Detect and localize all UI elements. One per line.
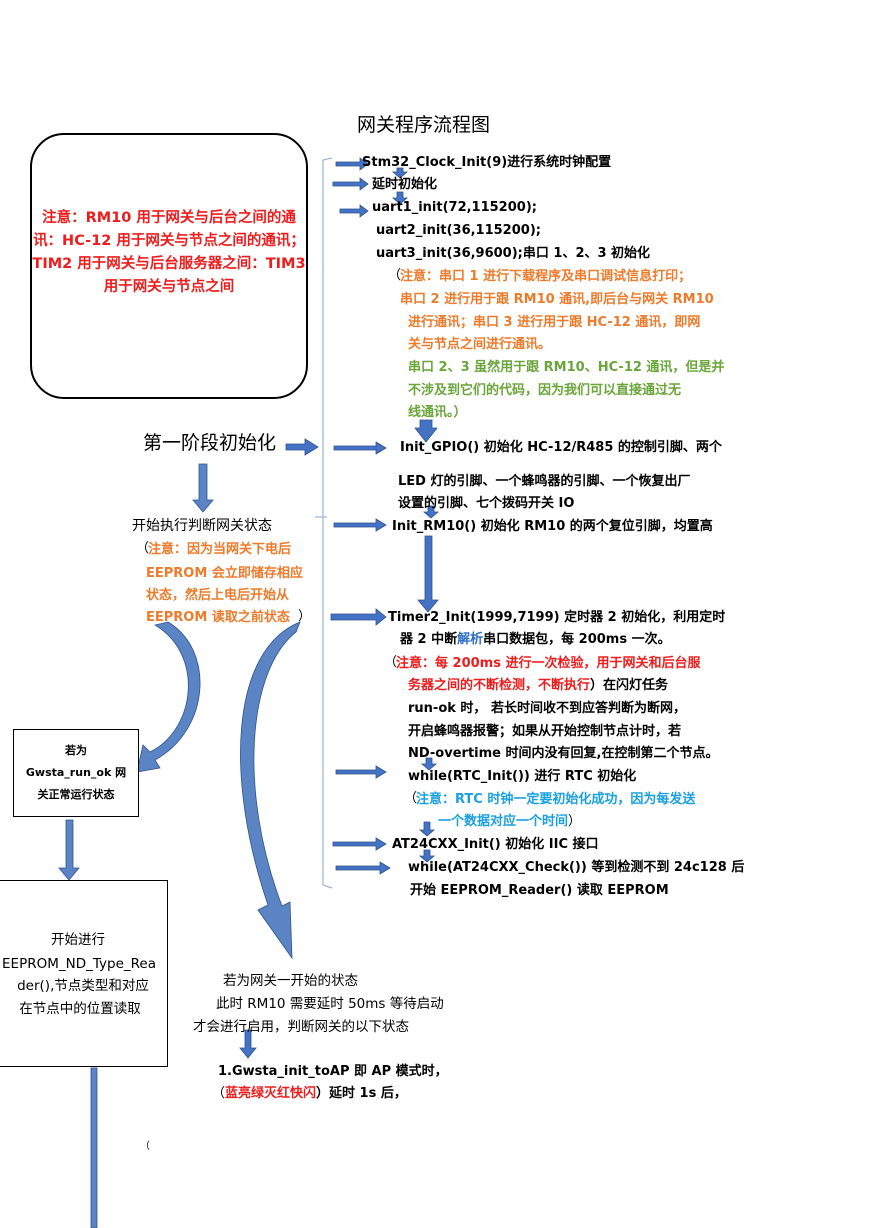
page-title: 网关程序流程图 (357, 114, 491, 136)
arrow-gpio (333, 441, 387, 455)
arrow-rm10 (333, 518, 387, 532)
judge-note-1: 注意：因为当网关下电后 (148, 542, 292, 557)
uart-note-6: 不涉及到它们的代码，因为我们可以直接通过无 (408, 383, 682, 398)
arrow-clock (335, 157, 369, 171)
ap-paren-open: （ (212, 1086, 226, 1101)
init-arrows (285, 157, 391, 875)
rtc-note-1: 注意：RTC 时钟一定要初始化成功，因为每发送 (416, 792, 696, 807)
ap-led-pattern: 蓝亮绿灭红快闪 (225, 1086, 317, 1101)
init-at24chk-2: 开始 EEPROM_Reader() 读取 EEPROM (410, 883, 669, 898)
init-rtc: while(RTC_Init()) 进行 RTC 初始化 (408, 769, 637, 784)
rtc-note-close: ） (568, 814, 582, 829)
arrow-uart (339, 204, 369, 218)
tim2-note-2-tail: ）在闪灯任务 (590, 678, 669, 693)
uart-note-2: 串口 2 进行用于跟 RM10 通讯,即后台与网关 RM10 (400, 292, 714, 307)
init-uart1: uart1_init(72,115200); (372, 200, 537, 215)
tim2-note-1: 注意：每 200ms 进行一次检验，用于网关和后台服 (396, 656, 701, 671)
uart-note-3: 进行通讯；串口 3 进行用于跟 HC-12 通讯，即网 (408, 315, 701, 330)
init-tim2-2: 器 2 中断解析串口数据包，每 200ms 一次。 (400, 632, 671, 648)
note-text: 注意：RM10 用于网关与后台之间的通讯：HC-12 用于网关与节点之间的通讯；… (32, 210, 306, 295)
init-at24chk-1: while(AT24CXX_Check()) 等到检测不到 24c128 后 (408, 860, 745, 875)
uart-note-7: 线通讯。） (408, 405, 467, 420)
stage1-label: 第一阶段初始化 (143, 432, 277, 454)
judge-paren-open: （ (136, 541, 150, 556)
startup-l1: 若为网关一开始的状态 (223, 973, 358, 989)
box-eeprom-l4: 在节点中的位置读取 (19, 1001, 141, 1017)
tim2-note-paren: （ (384, 655, 398, 670)
uart-note-paren: （ (388, 268, 402, 283)
tim2-note-2: 务器之间的不断检测，不断执行）在闪灯任务 (408, 678, 668, 694)
init-gpio-3: 设置的引脚、七个拨码开关 IO (398, 496, 575, 511)
bracket-line (322, 157, 333, 889)
arrow-at24chk (335, 861, 391, 875)
tim2-text-parse: 解析 (457, 632, 484, 647)
init-delay: 延时初始化 (372, 177, 438, 192)
arrow-tim2 (330, 608, 387, 626)
tim2-note-2-red: 务器之间的不断检测，不断执行 (408, 678, 591, 693)
init-uart3: uart3_init(36,9600);串口 1、2、3 初始化 (376, 246, 651, 261)
uart-note-5: 串口 2、3 虽然用于跟 RM10、HC-12 通讯，但是并 (408, 360, 725, 375)
box-eeprom-l2: EEPROM_ND_Type_Rea (2, 956, 156, 972)
left-down-arrows (58, 463, 214, 1228)
curved-arrow-startup (240, 621, 301, 960)
judge-note-2: EEPROM 会立即储存相应 (146, 566, 303, 581)
box-eeprom-l3: der(),节点类型和对应 (17, 978, 149, 994)
init-gpio-2: LED 灯的引脚、一个蜂鸣器的引脚、一个恢复出厂 (398, 474, 691, 489)
init-rm10: Init_RM10() 初始化 RM10 的两个复位引脚，均置高 (392, 519, 713, 534)
tim2-note-3: run-ok 时， 若长时间收不到应答判断为断网， (408, 701, 686, 716)
startup-l3: 才会进行启用，判断网关的以下状态 (193, 1019, 409, 1035)
startup-ap-1: 1.Gwsta_init_toAP 即 AP 模式时， (218, 1064, 448, 1079)
init-clock: Stm32_Clock_Init(9)进行系统时钟配置 (362, 155, 612, 170)
rtc-note-paren: （ (404, 791, 418, 806)
box-run-ok-l3: 关正常运行状态 (37, 788, 115, 801)
box-run-ok (13, 729, 139, 817)
box-run-ok-l2: Gwsta_run_ok 网 (25, 766, 127, 779)
box-eeprom-l1: 开始进行 (51, 932, 105, 948)
startup-ap-2: （蓝亮绿灭红快闪）延时 1s 后， (212, 1086, 407, 1102)
rtc-note-2: 一个数据对应一个时间） (438, 814, 581, 830)
arrow-at24 (332, 837, 387, 851)
init-uart2: uart2_init(36,115200); (376, 223, 541, 238)
arrow-delay (332, 177, 369, 191)
note-box (30, 133, 308, 399)
judge-title: 开始执行判断网关状态 (132, 518, 272, 534)
judge-note-4: EEPROM 读取之前状态 (146, 610, 290, 625)
arrow-stage1 (285, 438, 319, 456)
arrow-rtc (335, 765, 387, 779)
rtc-note-2-text: 一个数据对应一个时间 (438, 814, 569, 829)
tim2-text-c: 串口数据包，每 200ms 一次。 (483, 632, 671, 647)
uart-note-1: 注意：串口 1 进行下载程序及串口调试信息打印； (400, 269, 692, 284)
init-at24: AT24CXX_Init() 初始化 IIC 接口 (392, 837, 599, 852)
box-eeprom (0, 880, 168, 1067)
judge-note-3: 状态，然后上电后开始从 (146, 588, 290, 603)
startup-l2: 此时 RM10 需要延时 50ms 等待启动 (216, 996, 444, 1012)
judge-paren-close: ） (298, 609, 312, 624)
box-run-ok-l1: 若为 (65, 744, 87, 757)
tim2-note-4: 开启蜂鸣器报警；如果从开始控制节点计时，若 (408, 724, 682, 739)
ap-paren-close: ）延时 1s 后， (316, 1086, 407, 1101)
small-down-arrows (239, 167, 440, 1059)
uart-note-4: 关与节点之间进行通讯。 (408, 337, 552, 352)
curved-arrow-run-ok (136, 621, 201, 773)
init-tim2-1: Timer2_Init(1999,7199) 定时器 2 初始化，利用定时 (388, 610, 726, 625)
stray-paren: （ (140, 1141, 150, 1152)
init-gpio-1: Init_GPIO() 初始化 HC-12/R485 的控制引脚、两个 (400, 440, 722, 455)
tim2-text-a: 器 2 中断 (400, 632, 458, 647)
tim2-note-5: ND-overtime 时间内没有回复,在控制第二个节点。 (408, 746, 719, 761)
